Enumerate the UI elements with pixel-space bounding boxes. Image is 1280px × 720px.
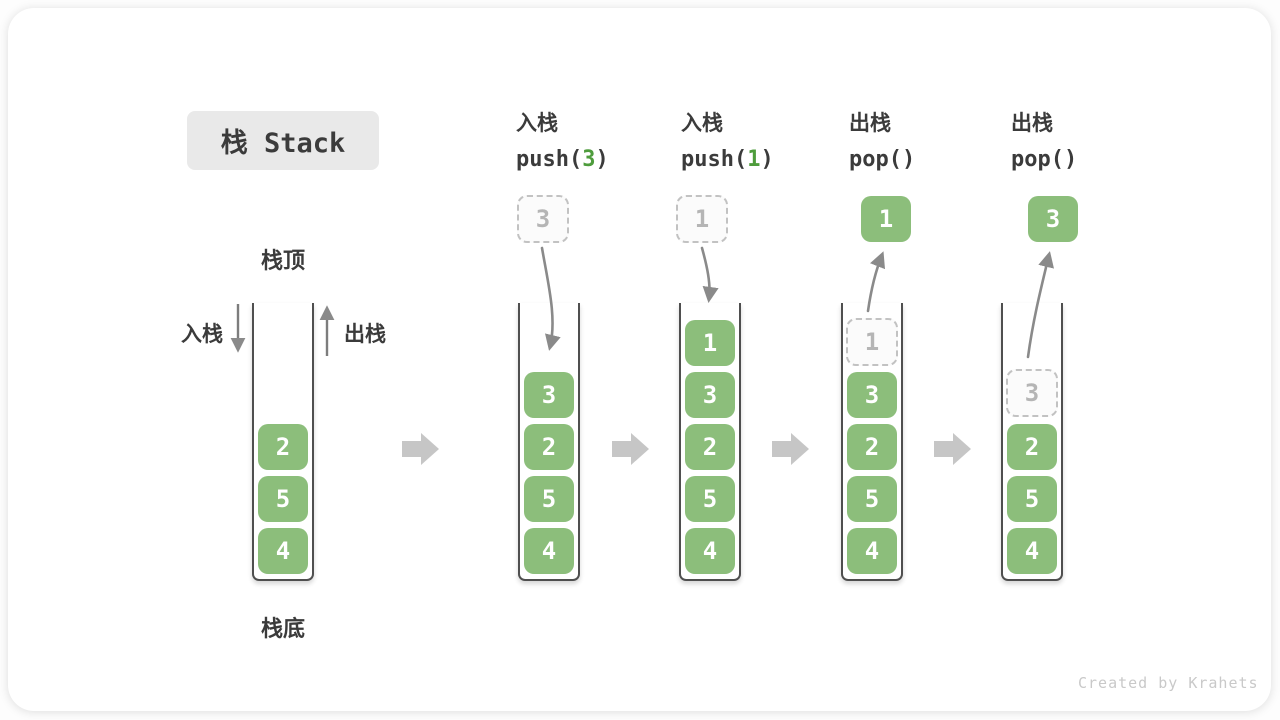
popped-element-box: 1 xyxy=(861,196,911,242)
stack-block: 5 xyxy=(1007,476,1057,522)
stack-block: 4 xyxy=(1007,528,1057,574)
stack-block: 5 xyxy=(685,476,735,522)
code-post: ) xyxy=(760,147,774,172)
title-box: 栈 Stack xyxy=(187,111,379,170)
stack-block: 2 xyxy=(1007,424,1057,470)
pop-direction-label: 出栈 xyxy=(344,323,386,346)
code-post: ) xyxy=(595,147,609,172)
removed-element-ghost: 1 xyxy=(846,318,898,366)
stack-block: 3 xyxy=(847,372,897,418)
stack-block: 2 xyxy=(847,424,897,470)
op-label-cn: 出栈 xyxy=(1011,112,1053,135)
code-pre: push( xyxy=(681,147,748,172)
code-arg: 1 xyxy=(747,147,761,172)
stack-bottom-label: 栈底 xyxy=(260,616,306,641)
stack-block: 2 xyxy=(258,424,308,470)
page-title: 栈 Stack xyxy=(220,128,346,159)
op-label-cn: 入栈 xyxy=(681,112,723,135)
op-label-push-1: 入栈 push(1) xyxy=(681,107,774,172)
op-label-pop-1: 出栈 pop() xyxy=(849,107,915,172)
incoming-element-box: 1 xyxy=(676,195,728,243)
op-label-push-3: 入栈 push(3) xyxy=(516,107,609,172)
code-arg: 3 xyxy=(582,147,596,172)
stack-block: 4 xyxy=(258,528,308,574)
removed-element-ghost: 3 xyxy=(1006,369,1058,417)
stack-top-label: 栈顶 xyxy=(260,248,306,273)
op-label-code: push(3) xyxy=(516,147,609,172)
push-direction-label: 入栈 xyxy=(181,323,223,346)
stack-block: 2 xyxy=(685,424,735,470)
op-label-code: pop() xyxy=(1011,147,1078,172)
stack-block: 4 xyxy=(524,528,574,574)
op-label-cn: 入栈 xyxy=(516,112,558,135)
stack-block: 5 xyxy=(847,476,897,522)
watermark: Created by Krahets xyxy=(1078,674,1259,692)
stack-block: 4 xyxy=(685,528,735,574)
stack-block: 3 xyxy=(524,372,574,418)
code-pre: push( xyxy=(516,147,583,172)
op-label-code: push(1) xyxy=(681,147,774,172)
stack-block: 3 xyxy=(685,372,735,418)
stack-block: 2 xyxy=(524,424,574,470)
stack-block: 4 xyxy=(847,528,897,574)
stack-block: 5 xyxy=(258,476,308,522)
stack-block: 1 xyxy=(685,320,735,366)
op-label-code: pop() xyxy=(849,147,916,172)
popped-element-box: 3 xyxy=(1028,196,1078,242)
op-label-cn: 出栈 xyxy=(849,112,891,135)
stack-block: 5 xyxy=(524,476,574,522)
incoming-element-box: 3 xyxy=(517,195,569,243)
op-label-pop-3: 出栈 pop() xyxy=(1011,107,1077,172)
